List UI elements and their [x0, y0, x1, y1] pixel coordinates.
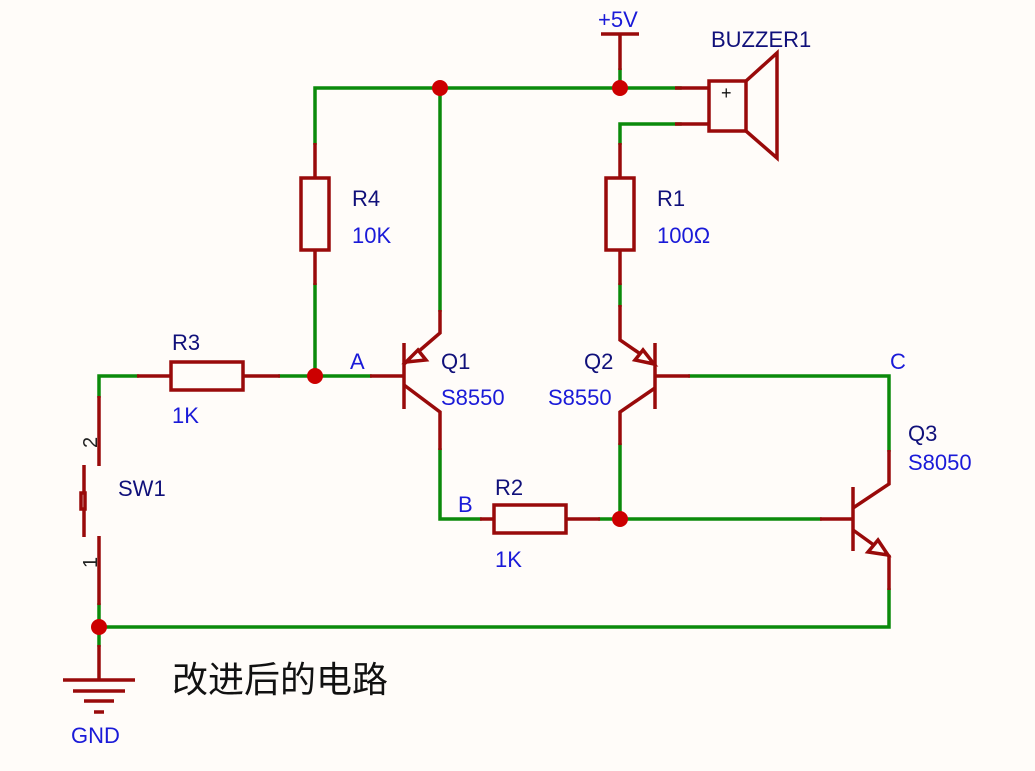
transistor-q3[interactable]: Q3 S8050 [820, 421, 972, 590]
r4-designator: R4 [352, 186, 380, 211]
sw1-pin1: 1 [80, 557, 102, 568]
r1-value: 100Ω [657, 223, 710, 248]
r2-designator: R2 [495, 475, 523, 500]
wire-q1-collector[interactable] [438, 448, 482, 521]
junction-q2-r2 [612, 511, 628, 527]
q1-value: S8550 [441, 385, 505, 410]
vcc-symbol[interactable]: +5V [598, 7, 639, 70]
junction-gnd [91, 619, 107, 635]
transistor-q2[interactable]: Q2 S8550 [548, 305, 690, 445]
gnd-label: GND [71, 723, 120, 748]
circuit-caption: 改进后的电路 [172, 660, 388, 701]
ground-symbol[interactable]: GND [63, 645, 135, 748]
net-label-a: A [350, 349, 365, 374]
buzzer1[interactable]: + BUZZER1 [675, 27, 811, 162]
resistor-r3[interactable]: R3 1K [137, 330, 280, 428]
net-label-c: C [890, 349, 906, 374]
q3-designator: Q3 [908, 421, 937, 446]
wire-netC[interactable] [688, 374, 891, 452]
sw1-designator: SW1 [118, 476, 166, 501]
transistor-q1[interactable]: Q1 S8550 [370, 310, 505, 450]
q3-value: S8050 [908, 450, 972, 475]
wires [97, 68, 891, 647]
net-label-b: B [458, 492, 473, 517]
r2-value: 1K [495, 547, 522, 572]
resistor-r4[interactable]: R4 10K [299, 143, 391, 285]
r4-value: 10K [352, 223, 391, 248]
switch-sw1[interactable]: 2 1 SW1 [79, 396, 166, 605]
vcc-label: +5V [598, 7, 638, 32]
junction-vcc-buzzer [612, 80, 628, 96]
junctions [91, 80, 628, 635]
r3-value: 1K [172, 403, 199, 428]
junction-node-a [307, 368, 323, 384]
wire-vcc-rail[interactable] [313, 86, 682, 145]
wire-buzzer-r1[interactable] [618, 122, 682, 145]
q2-designator: Q2 [584, 349, 613, 374]
resistor-r2[interactable]: R2 1K [480, 475, 600, 572]
junction-vcc-q1 [432, 80, 448, 96]
buzzer-designator: BUZZER1 [711, 27, 811, 52]
sw1-pin2: 2 [80, 437, 102, 448]
q1-designator: Q1 [441, 349, 470, 374]
resistor-r1[interactable]: R1 100Ω [604, 143, 710, 285]
wire-gnd-rail[interactable] [97, 588, 891, 629]
r3-designator: R3 [172, 330, 200, 355]
wire-r3-sw[interactable] [97, 374, 139, 398]
r1-designator: R1 [657, 186, 685, 211]
q2-value: S8550 [548, 385, 612, 410]
buzzer-plus-sign: + [721, 83, 732, 103]
